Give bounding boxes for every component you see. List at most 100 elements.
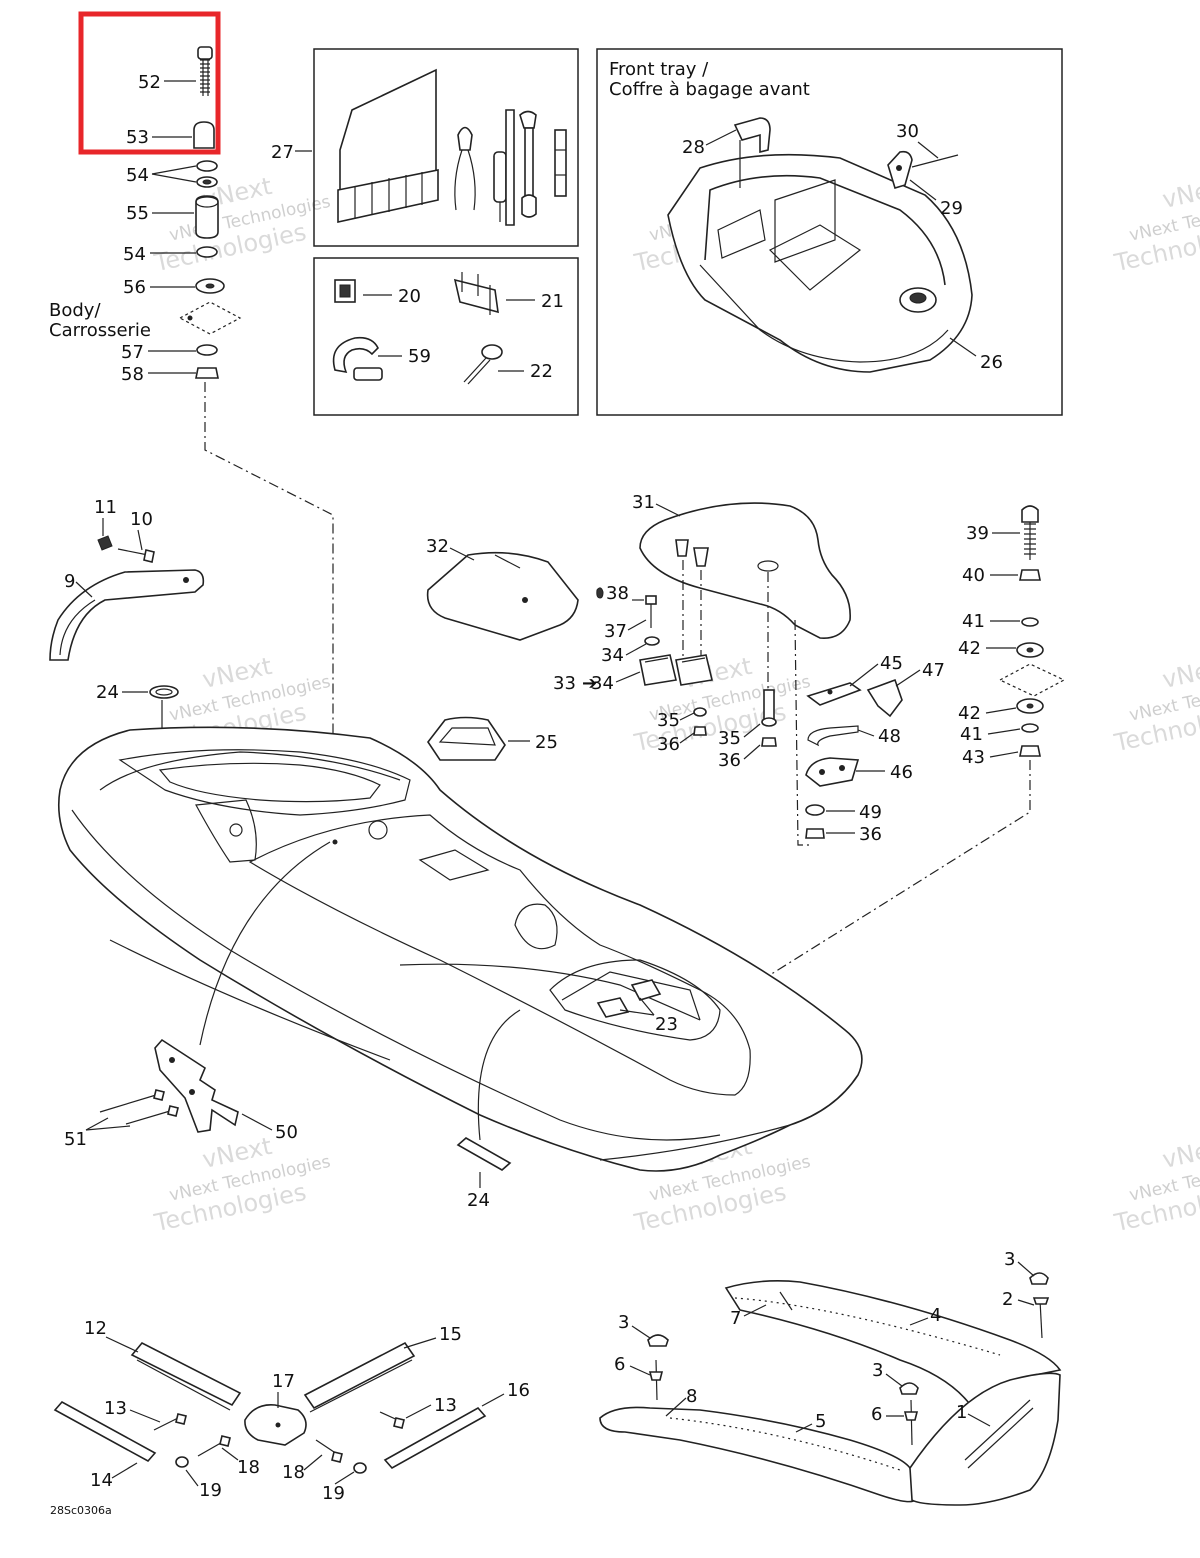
rivets-51[interactable] bbox=[99, 1089, 179, 1125]
callout-27: 27 bbox=[271, 142, 294, 163]
callout-2: 2 bbox=[1002, 1289, 1013, 1310]
callout-23: 23 bbox=[655, 1014, 678, 1035]
callout-16: 16 bbox=[507, 1380, 530, 1401]
callout-49: 49 bbox=[859, 802, 882, 823]
seat-31[interactable] bbox=[639, 502, 851, 639]
latch-base-46[interactable] bbox=[805, 757, 860, 787]
callout-54: 54 bbox=[123, 244, 146, 265]
fastener-stack-right[interactable] bbox=[998, 505, 1066, 757]
caps-19[interactable] bbox=[175, 1456, 367, 1474]
rivet-13-right[interactable] bbox=[379, 1411, 405, 1429]
callout-51: 51 bbox=[64, 1129, 87, 1150]
highlight-box[interactable] bbox=[78, 11, 221, 155]
callout-18: 18 bbox=[282, 1462, 305, 1483]
svg-text:vNext: vNext bbox=[1160, 1132, 1200, 1174]
callout-56: 56 bbox=[123, 277, 146, 298]
callout-26: 26 bbox=[980, 352, 1003, 373]
strip-24[interactable] bbox=[456, 1137, 512, 1171]
bolt-37[interactable] bbox=[645, 595, 657, 628]
drawing-code: 28Sc0306a bbox=[50, 1504, 112, 1517]
guard-12[interactable] bbox=[130, 1341, 242, 1411]
callout-6: 6 bbox=[871, 1404, 882, 1425]
callout-11: 11 bbox=[94, 497, 117, 518]
callout-39: 39 bbox=[966, 523, 989, 544]
callout-57: 57 bbox=[121, 342, 144, 363]
grab-handle-9[interactable] bbox=[49, 569, 205, 661]
callout-48: 48 bbox=[878, 726, 901, 747]
callout-1: 1 bbox=[956, 1402, 967, 1423]
svg-text:vNext: vNext bbox=[1160, 172, 1200, 214]
cable-tie-22[interactable] bbox=[463, 344, 503, 385]
strip-14[interactable] bbox=[53, 1400, 157, 1463]
callout-3: 3 bbox=[618, 1312, 629, 1333]
rivet-13-left[interactable] bbox=[153, 1413, 187, 1431]
body-label-line1: Body/ bbox=[49, 300, 101, 321]
callout-29: 29 bbox=[940, 198, 963, 219]
callout-59: 59 bbox=[408, 346, 431, 367]
callout-55: 55 bbox=[126, 203, 149, 224]
bracket-50[interactable] bbox=[154, 1038, 239, 1133]
callout-41: 41 bbox=[962, 611, 985, 632]
callout-58: 58 bbox=[121, 364, 144, 385]
callout-35: 35 bbox=[657, 710, 680, 731]
callout-15: 15 bbox=[439, 1324, 462, 1345]
spring-48[interactable] bbox=[807, 725, 859, 747]
callout-30: 30 bbox=[896, 121, 919, 142]
callout-33: 33 bbox=[553, 673, 576, 694]
callout-34: 34 bbox=[591, 673, 614, 694]
front-tray-box bbox=[596, 48, 1063, 416]
callout-35: 35 bbox=[718, 728, 741, 749]
callout-18: 18 bbox=[237, 1457, 260, 1478]
callout-19: 19 bbox=[199, 1480, 222, 1501]
callout-13: 13 bbox=[434, 1395, 457, 1416]
tool-kit[interactable] bbox=[337, 68, 567, 226]
hull-body[interactable] bbox=[57, 726, 863, 1172]
fastener-stack-left[interactable] bbox=[178, 46, 242, 379]
guard-15[interactable] bbox=[303, 1341, 416, 1413]
fasteners-mat[interactable] bbox=[647, 1272, 1050, 1446]
callout-9: 9 bbox=[64, 571, 75, 592]
strip-16[interactable] bbox=[383, 1406, 487, 1470]
foot-mat-1[interactable] bbox=[909, 1372, 1061, 1506]
callout-42: 42 bbox=[958, 638, 981, 659]
callout-19: 19 bbox=[322, 1483, 345, 1504]
callout-40: 40 bbox=[962, 565, 985, 586]
latch-29[interactable] bbox=[887, 150, 959, 189]
rivet-10[interactable] bbox=[117, 548, 155, 563]
callout-24: 24 bbox=[96, 682, 119, 703]
callout-34: 34 bbox=[601, 645, 624, 666]
clamp-59[interactable] bbox=[332, 336, 383, 381]
hatch-cover-25[interactable] bbox=[427, 716, 506, 761]
grommet-24[interactable] bbox=[149, 685, 179, 699]
body-label-line2: Carrosserie bbox=[49, 320, 151, 341]
callout-14: 14 bbox=[90, 1470, 113, 1491]
watermark: vNext vNext Technologies Technologies bbox=[1111, 652, 1200, 758]
bracket-21[interactable] bbox=[453, 272, 499, 315]
cover-32[interactable] bbox=[426, 551, 579, 641]
front-tray-26[interactable] bbox=[667, 117, 973, 373]
foot-mat-5[interactable] bbox=[599, 1406, 916, 1503]
bumper-blocks-23[interactable] bbox=[596, 979, 662, 1018]
callout-54: 54 bbox=[126, 165, 149, 186]
callout-36: 36 bbox=[657, 734, 680, 755]
clip-20[interactable] bbox=[334, 279, 356, 303]
callout-20: 20 bbox=[398, 286, 421, 307]
corner-17[interactable] bbox=[244, 1403, 307, 1446]
callout-46: 46 bbox=[890, 762, 913, 783]
thread-lock-38 bbox=[596, 587, 604, 599]
callout-10: 10 bbox=[130, 509, 153, 530]
callout-13: 13 bbox=[104, 1398, 127, 1419]
seat-latch-33[interactable] bbox=[639, 654, 713, 686]
rivets-18[interactable] bbox=[197, 1435, 343, 1463]
callout-36: 36 bbox=[718, 750, 741, 771]
watermark: vNext vNext Technologies Technologies bbox=[1111, 172, 1200, 278]
latch-hook-47[interactable] bbox=[866, 678, 903, 718]
callout-17: 17 bbox=[272, 1371, 295, 1392]
watermark: vNext vNext Technologies Technologies bbox=[151, 172, 332, 278]
cap-11[interactable] bbox=[97, 535, 113, 551]
callout-36: 36 bbox=[859, 824, 882, 845]
latch-plate-45[interactable] bbox=[806, 682, 862, 706]
callout-50: 50 bbox=[275, 1122, 298, 1143]
clips-box bbox=[313, 257, 579, 416]
